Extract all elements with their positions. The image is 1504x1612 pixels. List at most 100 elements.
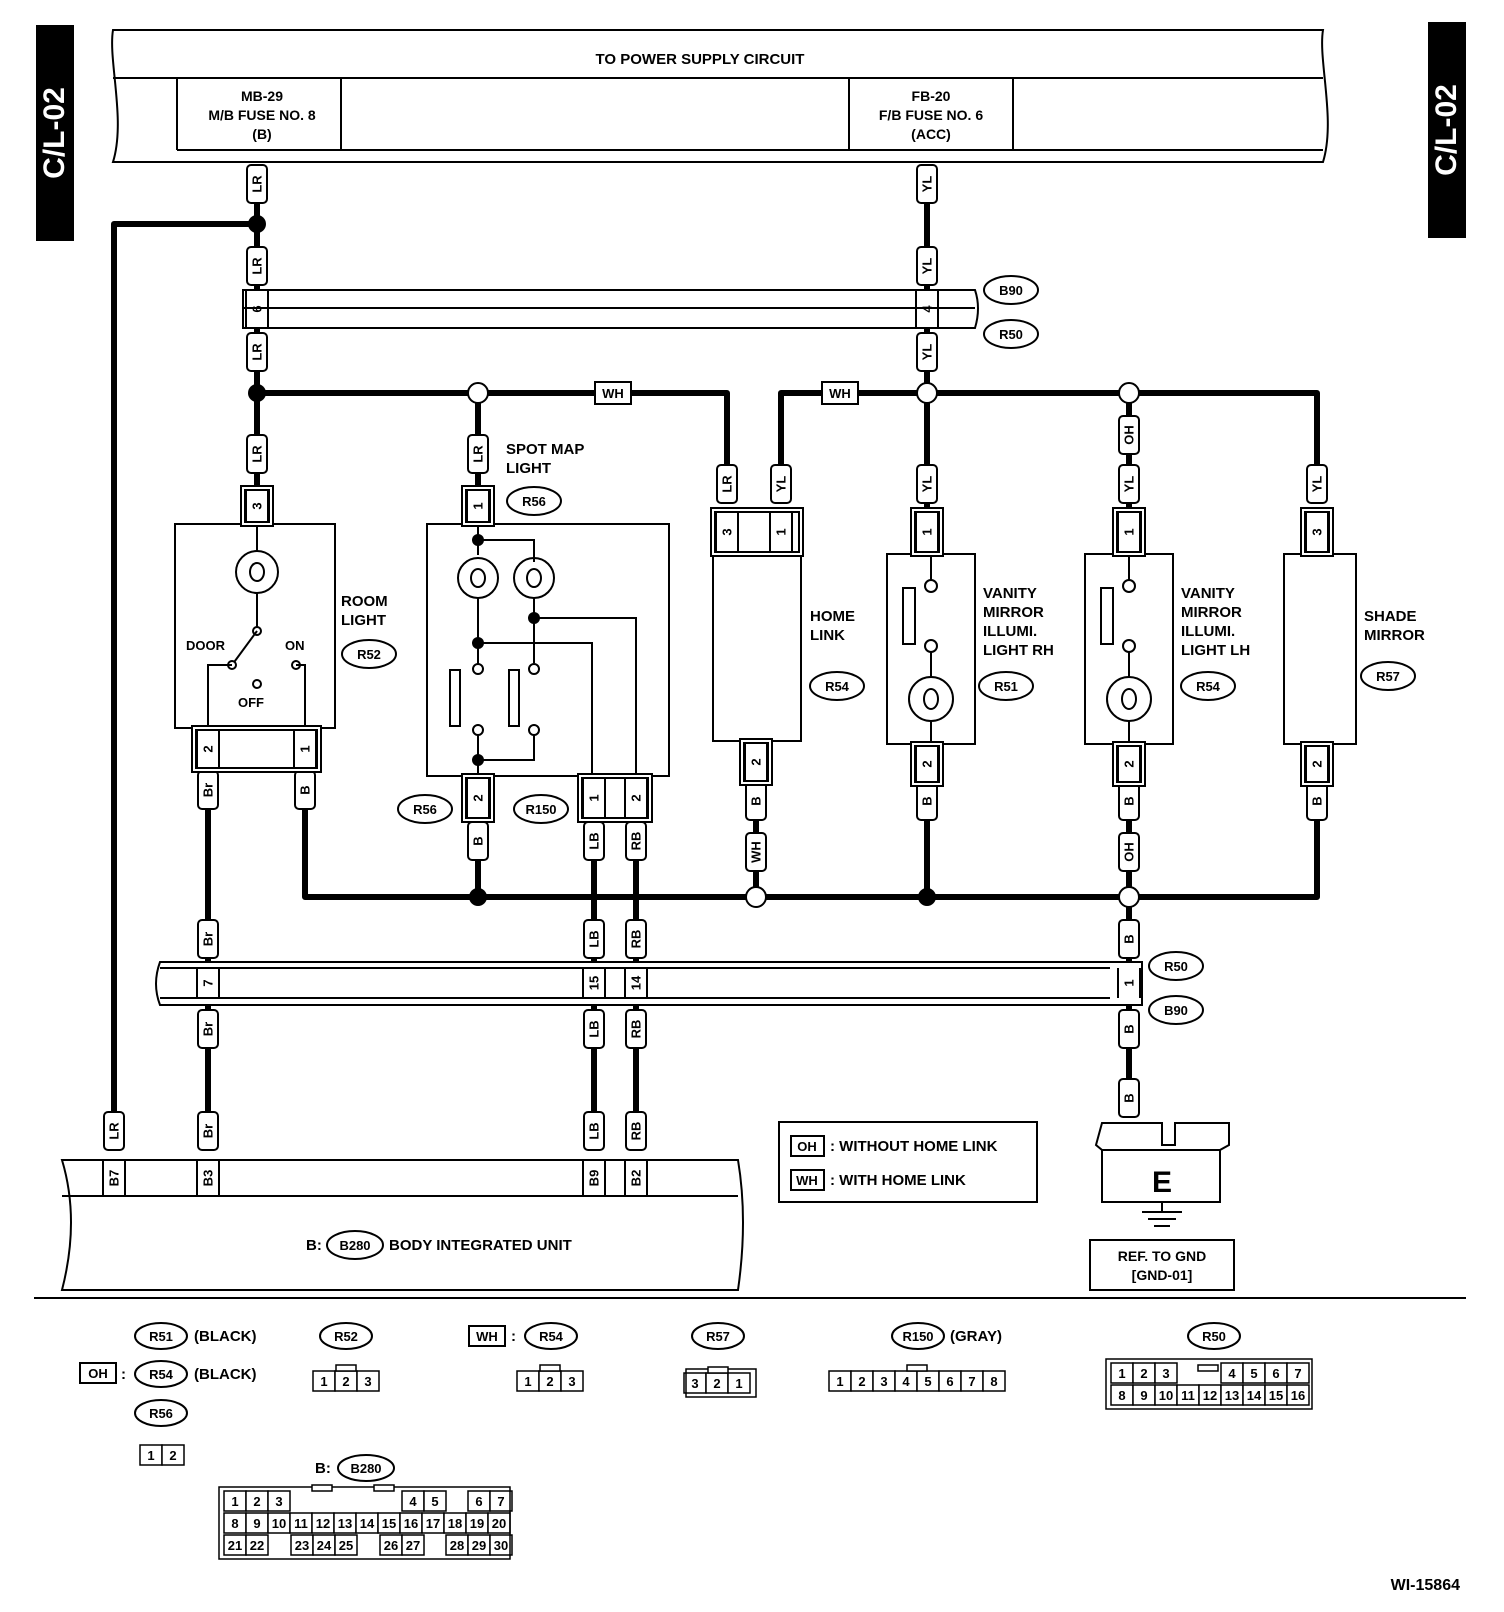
wire-color-yl: YL <box>770 464 792 504</box>
connector-pin: 7 <box>1294 1366 1301 1381</box>
wire-color-b: B <box>1118 1078 1140 1118</box>
wire-color-br: Br <box>197 1111 219 1151</box>
wire-color-lr: LR <box>246 332 268 372</box>
connector-pin: 8 <box>231 1516 238 1531</box>
connector-housing <box>218 1486 511 1560</box>
connector-pin: 7 <box>497 1494 504 1509</box>
b90-label-lower: B90 <box>1148 995 1204 1025</box>
wire-color-rb: RB <box>625 1111 647 1151</box>
pin-number: 2 <box>629 794 644 801</box>
r54-oh-color: (BLACK) <box>194 1366 256 1383</box>
wire-color-rb: RB <box>625 1009 647 1049</box>
cavity-label: 15 <box>587 976 602 990</box>
vanity-mirror-lh <box>1084 553 1174 745</box>
wire-yl-bus <box>778 390 1320 474</box>
cavity-label: 7 <box>201 979 216 986</box>
wire-color-wh: WH <box>745 832 767 872</box>
r51-view-id: R51 <box>149 1329 173 1344</box>
wire-color-lr: LR <box>467 434 489 474</box>
body-unit-prefix: B: <box>306 1237 322 1254</box>
wire-color-b: B <box>1118 1009 1140 1049</box>
connector-pin: 3 <box>568 1374 575 1389</box>
connector-id: B90 <box>1164 1003 1188 1018</box>
r50-label-upper: R50 <box>983 319 1039 349</box>
r150-color: (GRAY) <box>950 1328 1002 1345</box>
pin-number: 2 <box>1310 760 1325 767</box>
room-light: DOOR ON OFF <box>174 523 336 729</box>
legend-wh-code: WH <box>796 1173 818 1188</box>
r54-wh-code: WH <box>476 1329 498 1344</box>
wire-color-label: WH <box>829 386 851 401</box>
wire-color-label: YL <box>920 176 935 193</box>
b280-connector-label <box>326 1230 384 1260</box>
b280-view-id: B280 <box>350 1461 381 1476</box>
vanity-lh-label-3: ILLUMI. <box>1181 623 1235 640</box>
connector-pin: 6 <box>475 1494 482 1509</box>
shade-mirror-label-2: MIRROR <box>1364 627 1425 644</box>
wire-color-label: B <box>1122 796 1137 805</box>
ground-ref-1: REF. TO GND <box>1118 1248 1206 1264</box>
wire-color-rb: RB <box>625 919 647 959</box>
ground-terminal: E REF. TO GND [GND-01] <box>1089 1122 1235 1291</box>
wire-color-oh: OH <box>1118 415 1140 455</box>
connector-id: R150 <box>525 802 556 817</box>
r54-wh-id: R54 <box>539 1329 564 1344</box>
connector-view-r50: R50 <box>1187 1322 1241 1350</box>
cavity-label: 14 <box>629 975 644 990</box>
connector-latch <box>1197 1364 1219 1372</box>
connector-pin: 2 <box>546 1374 553 1389</box>
connector-pin: 6 <box>1272 1366 1279 1381</box>
wire-color-lb: LB <box>583 821 605 861</box>
connector-pin: 6 <box>946 1374 953 1389</box>
vanity-lh-label-4: LIGHT LH <box>1181 642 1250 659</box>
wire-color-br: Br <box>197 1009 219 1049</box>
connector-view-r51: R51 (BLACK) <box>134 1322 256 1350</box>
vanity-mirror-rh <box>886 553 976 745</box>
r50-label-lower: R50 <box>1148 951 1204 981</box>
connector-pin: 29 <box>472 1538 486 1553</box>
connector-pin: 16 <box>1291 1388 1305 1403</box>
wire-b-ground-bus <box>302 770 1320 900</box>
connector-id: R50 <box>1164 959 1188 974</box>
connector-pin: 12 <box>1203 1388 1217 1403</box>
connector-pin: 1 <box>1118 1366 1125 1381</box>
wire-color-label: LR <box>250 257 265 275</box>
connector-pin: 4 <box>1228 1366 1236 1381</box>
connector-pin: 25 <box>339 1538 353 1553</box>
connector-id: R50 <box>999 327 1023 342</box>
wire-color-label: YL <box>1122 476 1137 493</box>
spot-map-label-2: LIGHT <box>506 460 551 477</box>
power-supply-title: TO POWER SUPPLY CIRCUIT <box>596 51 805 68</box>
section-tab-left: C/L-02 <box>36 25 74 241</box>
r54-label-home: R54 <box>809 671 865 701</box>
pin-number: 2 <box>749 758 764 765</box>
cavity-number: 7 <box>196 968 220 998</box>
wire-color-label: LR <box>720 475 735 493</box>
connector-pin: 4 <box>409 1494 417 1509</box>
wire-color-label: OH <box>1122 425 1137 445</box>
connector-pin: 22 <box>250 1538 264 1553</box>
spot-light-r56-pins: 2 <box>461 773 495 823</box>
pin-number: 2 <box>201 745 216 752</box>
wire-color-label: LR <box>250 175 265 193</box>
connector-pin: 15 <box>1269 1388 1283 1403</box>
connector-pin: 15 <box>382 1516 396 1531</box>
connector-pin: 30 <box>494 1538 508 1553</box>
connector-pin: 2 <box>713 1376 720 1391</box>
r150-label: R150 <box>513 794 569 824</box>
home-link-label-2: LINK <box>810 627 845 644</box>
cavity-number: B3 <box>196 1160 220 1196</box>
pin-number: 3 <box>1310 528 1325 535</box>
r56-label-bottom: R56 <box>397 794 453 824</box>
pin-number: 3 <box>720 528 735 535</box>
wire-color-label: LB <box>587 832 602 849</box>
connector-view-r52: R52 <box>319 1322 373 1350</box>
switch-lever <box>231 630 258 666</box>
